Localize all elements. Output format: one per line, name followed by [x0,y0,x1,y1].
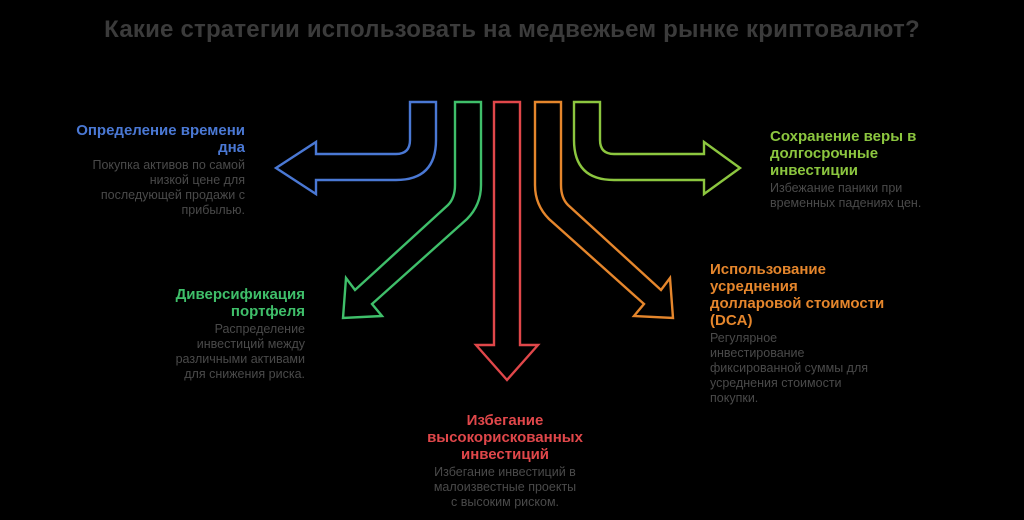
diagram-title: Какие стратегии использовать на медвежье… [104,16,920,43]
strategy-diversification-desc: Распределение инвестиций между различным… [175,322,305,381]
arrow-avoid-risk [473,100,541,382]
strategy-long-term-title: Сохранение веры в долгосрочные инвестици… [770,128,917,179]
strategy-dca: Использование усреднения долларовой стои… [710,261,910,406]
strategy-avoid-risk: Избегание высокорискованных инвестиций И… [400,412,610,510]
strategy-long-term: Сохранение веры в долгосрочные инвестици… [770,128,970,211]
strategy-timing-desc: Покупка активов по самой низкой цене для… [92,158,246,217]
strategy-avoid-risk-desc: Избегание инвестиций в малоизвестные про… [433,465,577,509]
strategy-long-term-desc: Избежание паники при временных падениях … [770,181,922,210]
arrow-timing-bottom [273,100,438,197]
strategy-dca-desc: Регулярное инвестирование фиксированной … [710,331,869,405]
strategy-avoid-risk-title: Избегание высокорискованных инвестиций [427,412,583,463]
strategy-timing: Определение времени дна Покупка активов … [40,122,245,218]
arrow-dca [533,100,675,320]
strategy-dca-title: Использование усреднения долларовой стои… [710,261,885,329]
arrow-diversification [341,100,483,320]
strategy-timing-title: Определение времени дна [76,122,245,156]
arrow-long-term [572,100,743,197]
strategy-diversification-title: Диверсификация портфеля [175,286,305,320]
strategy-diversification: Диверсификация портфеля Распределение ин… [100,286,305,382]
